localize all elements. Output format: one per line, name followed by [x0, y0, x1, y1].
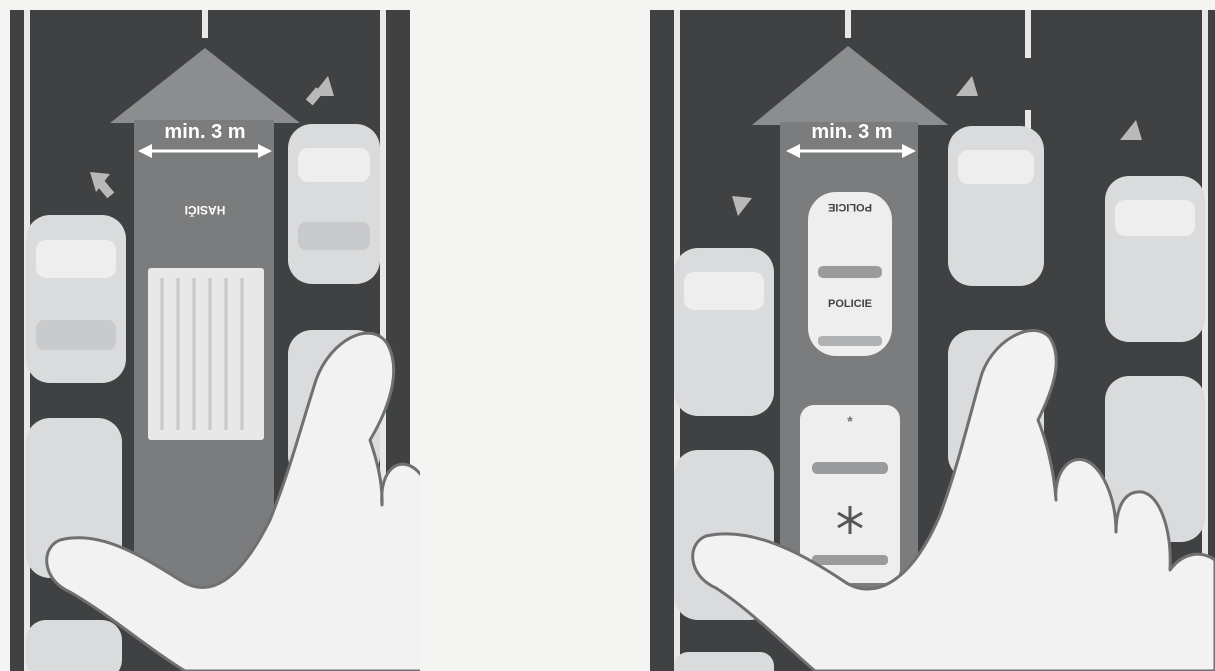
width-label: min. 3 m — [811, 121, 892, 143]
parked-car — [288, 124, 380, 284]
panel-fire-corridor: min. 3 m HASIČI — [0, 0, 420, 671]
parked-car — [674, 248, 774, 416]
parked-car — [1105, 176, 1205, 342]
police-label: POLICIE — [828, 298, 872, 310]
police-rear-label: POLICIE — [828, 201, 872, 213]
width-label: min. 3 m — [164, 121, 245, 143]
panel-police-ambulance-corridor: min. 3 m POLICIE POLICIE * — [650, 0, 1215, 671]
parked-car — [948, 126, 1044, 286]
ambulance-rear-symbol: * — [847, 413, 853, 429]
parked-car — [674, 652, 774, 671]
ambulance: * — [800, 405, 900, 583]
parked-car — [26, 215, 126, 383]
fire-truck-label: HASIČI — [185, 203, 226, 218]
police-car: POLICIE POLICIE — [808, 192, 892, 356]
parked-car — [26, 620, 122, 671]
